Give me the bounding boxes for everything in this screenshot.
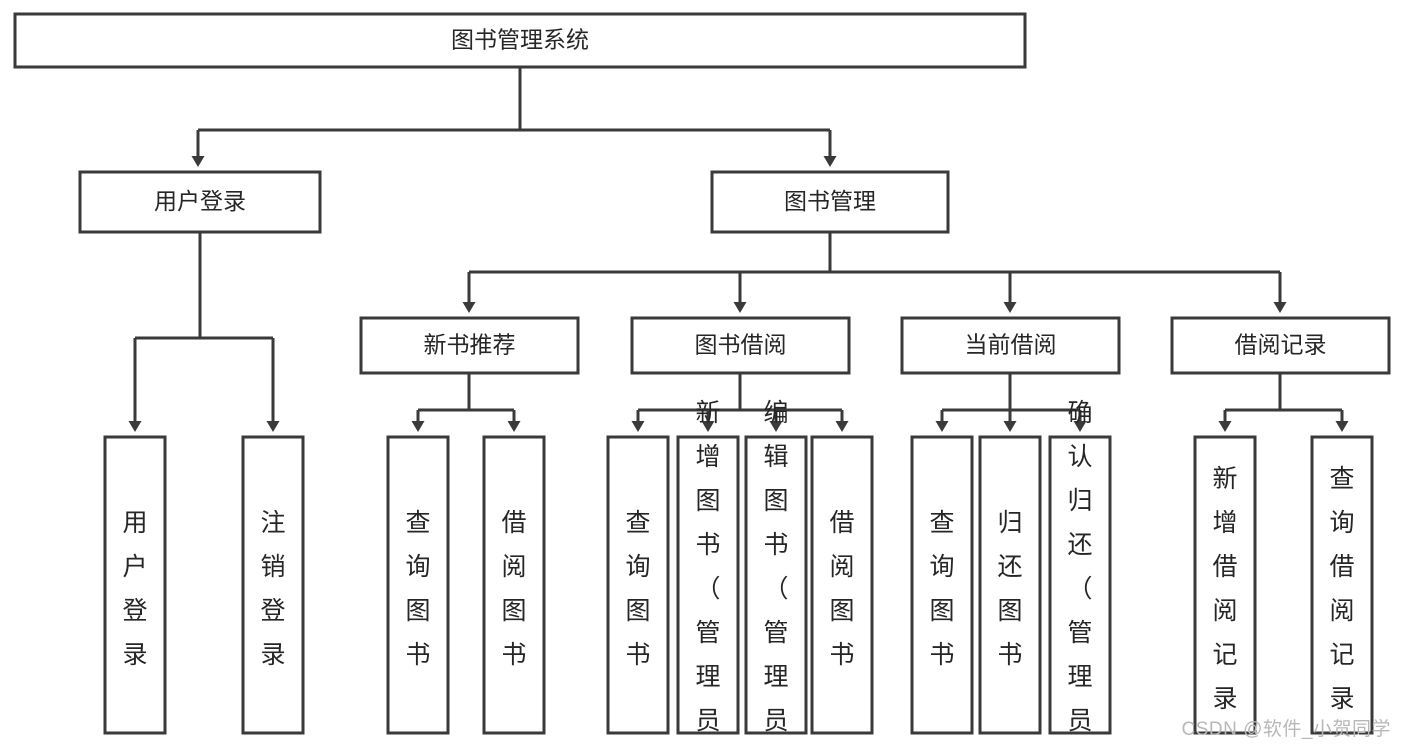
node-box-current-borrow[interactable] <box>900 316 1121 375</box>
node-box-user-login[interactable] <box>78 170 322 234</box>
node-box-leaf-query-book-3[interactable] <box>910 435 974 735</box>
node-box-root[interactable] <box>13 12 1027 69</box>
node-box-leaf-logout[interactable] <box>241 435 305 735</box>
node-book-manage[interactable]: 图书管理 <box>710 170 950 234</box>
node-box-borrow-record[interactable] <box>1170 316 1391 375</box>
node-leaf-add-record[interactable]: 新增借阅记录 <box>1193 435 1257 735</box>
node-box-leaf-return-book[interactable] <box>978 435 1042 735</box>
node-layer: 图书管理系统用户登录图书管理新书推荐图书借阅当前借阅借阅记录用户登录注销登录查询… <box>13 12 1391 747</box>
connector-layer <box>128 67 1349 432</box>
node-label-leaf-confirm-return: 确认归还（管理员） <box>1067 399 1092 747</box>
node-book-borrow[interactable]: 图书借阅 <box>630 316 851 375</box>
node-leaf-query-book-3[interactable]: 查询图书 <box>910 435 974 735</box>
node-borrow-record[interactable]: 借阅记录 <box>1170 316 1391 375</box>
node-label-leaf-query-book-1: 查询图书 <box>405 509 430 669</box>
node-box-book-manage[interactable] <box>710 170 950 234</box>
node-label-leaf-borrow-book-2: 借阅图书 <box>829 509 854 669</box>
node-current-borrow[interactable]: 当前借阅 <box>900 316 1121 375</box>
node-label-current-borrow: 当前借阅 <box>965 332 1057 358</box>
node-leaf-query-book-2[interactable]: 查询图书 <box>606 435 670 735</box>
node-box-leaf-borrow-book-1[interactable] <box>482 435 546 735</box>
node-leaf-borrow-book-1[interactable]: 借阅图书 <box>482 435 546 735</box>
node-user-login[interactable]: 用户登录 <box>78 170 322 234</box>
node-box-leaf-confirm-return[interactable] <box>1048 435 1112 735</box>
node-label-leaf-query-book-3: 查询图书 <box>929 509 954 669</box>
node-label-leaf-query-book-2: 查询图书 <box>625 509 650 669</box>
node-leaf-logout[interactable]: 注销登录 <box>241 435 305 735</box>
csdn-watermark: CSDN @软件_小贺同学 <box>1181 719 1391 740</box>
node-label-book-borrow: 图书借阅 <box>695 332 787 358</box>
node-root[interactable]: 图书管理系统 <box>13 12 1027 69</box>
node-label-leaf-query-record: 查询借阅记录 <box>1329 465 1354 713</box>
node-label-borrow-record: 借阅记录 <box>1235 332 1327 358</box>
node-new-book-recommend[interactable]: 新书推荐 <box>359 316 580 375</box>
node-box-book-borrow[interactable] <box>630 316 851 375</box>
node-box-leaf-add-record[interactable] <box>1193 435 1257 735</box>
node-label-new-book-recommend: 新书推荐 <box>424 332 516 358</box>
node-leaf-return-book[interactable]: 归还图书 <box>978 435 1042 735</box>
node-leaf-add-book[interactable]: 新增图书（管理员） <box>676 399 740 747</box>
node-label-book-manage: 图书管理 <box>784 188 876 214</box>
node-label-leaf-borrow-book-1: 借阅图书 <box>501 509 526 669</box>
node-leaf-edit-book[interactable]: 编辑图书（管理员） <box>744 399 808 747</box>
node-box-leaf-borrow-book-2[interactable] <box>810 435 874 735</box>
node-leaf-confirm-return[interactable]: 确认归还（管理员） <box>1048 399 1112 747</box>
node-label-leaf-user-login: 用户登录 <box>122 509 147 669</box>
node-label-leaf-add-book: 新增图书（管理员） <box>695 399 720 747</box>
node-label-leaf-edit-book: 编辑图书（管理员） <box>763 399 788 747</box>
node-box-leaf-query-record[interactable] <box>1310 435 1374 735</box>
node-label-leaf-logout: 注销登录 <box>260 509 285 669</box>
node-leaf-query-record[interactable]: 查询借阅记录 <box>1310 435 1374 735</box>
node-box-new-book-recommend[interactable] <box>359 316 580 375</box>
node-box-leaf-query-book-1[interactable] <box>386 435 450 735</box>
node-leaf-borrow-book-2[interactable]: 借阅图书 <box>810 435 874 735</box>
node-leaf-query-book-1[interactable]: 查询图书 <box>386 435 450 735</box>
node-label-leaf-return-book: 归还图书 <box>997 509 1022 669</box>
node-label-user-login: 用户登录 <box>154 188 246 214</box>
node-label-leaf-add-record: 新增借阅记录 <box>1212 465 1237 713</box>
node-box-leaf-edit-book[interactable] <box>744 435 808 735</box>
node-box-leaf-query-book-2[interactable] <box>606 435 670 735</box>
node-box-leaf-user-login[interactable] <box>103 435 167 735</box>
node-label-root: 图书管理系统 <box>451 27 589 53</box>
node-box-leaf-add-book[interactable] <box>676 435 740 735</box>
node-leaf-user-login[interactable]: 用户登录 <box>103 435 167 735</box>
